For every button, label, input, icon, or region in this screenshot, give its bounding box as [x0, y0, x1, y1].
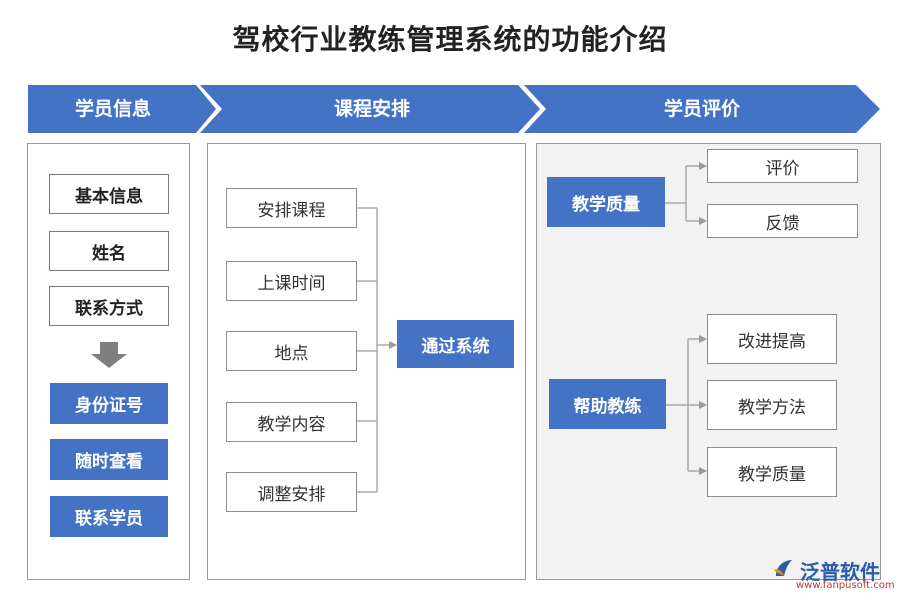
- section-title-evaluation: 学员评价: [663, 98, 740, 120]
- student-item-view-anytime: 随时查看: [50, 439, 168, 480]
- section-title-course: 课程安排: [333, 98, 410, 120]
- course-item-time: 上课时间: [226, 261, 357, 301]
- student-item-contact-student: 联系学员: [50, 496, 168, 537]
- course-item-content: 教学内容: [226, 402, 357, 442]
- student-item-id-number: 身份证号: [50, 383, 168, 424]
- eval-item-rating: 评价: [707, 149, 858, 183]
- course-item-adjust: 调整安排: [226, 472, 357, 512]
- course-target-via-system: 通过系统: [397, 320, 514, 368]
- eval-group-help-coach: 帮助教练: [549, 379, 666, 429]
- eval-item-teaching-quality: 教学质量: [707, 447, 837, 497]
- eval-group-teaching-quality: 教学质量: [547, 177, 665, 227]
- chevron-student-info: [28, 85, 216, 133]
- eval-item-feedback: 反馈: [707, 204, 858, 238]
- watermark-brand: 泛普软件: [800, 560, 880, 584]
- course-bracket: [357, 207, 397, 493]
- eval-branch-2: [666, 335, 707, 475]
- course-item-location: 地点: [226, 331, 357, 371]
- page-title: 驾校行业教练管理系统的功能介绍: [232, 23, 668, 56]
- eval-branch-1: [665, 162, 707, 225]
- section-title-student-info: 学员信息: [74, 98, 151, 120]
- course-item-arrange: 安排课程: [226, 188, 357, 228]
- student-item-name: 姓名: [49, 231, 169, 271]
- eval-item-teaching-method: 教学方法: [707, 380, 837, 430]
- chevron-course: [200, 85, 540, 133]
- fanpu-logo-icon: [774, 560, 792, 576]
- eval-item-improve: 改进提高: [707, 314, 837, 364]
- student-item-contact: 联系方式: [49, 286, 169, 326]
- watermark-url: www.fanpusoft.com: [796, 580, 895, 591]
- down-arrow-icon: [91, 342, 127, 368]
- student-item-basic-info: 基本信息: [49, 174, 169, 214]
- chevron-evaluation: [524, 85, 880, 133]
